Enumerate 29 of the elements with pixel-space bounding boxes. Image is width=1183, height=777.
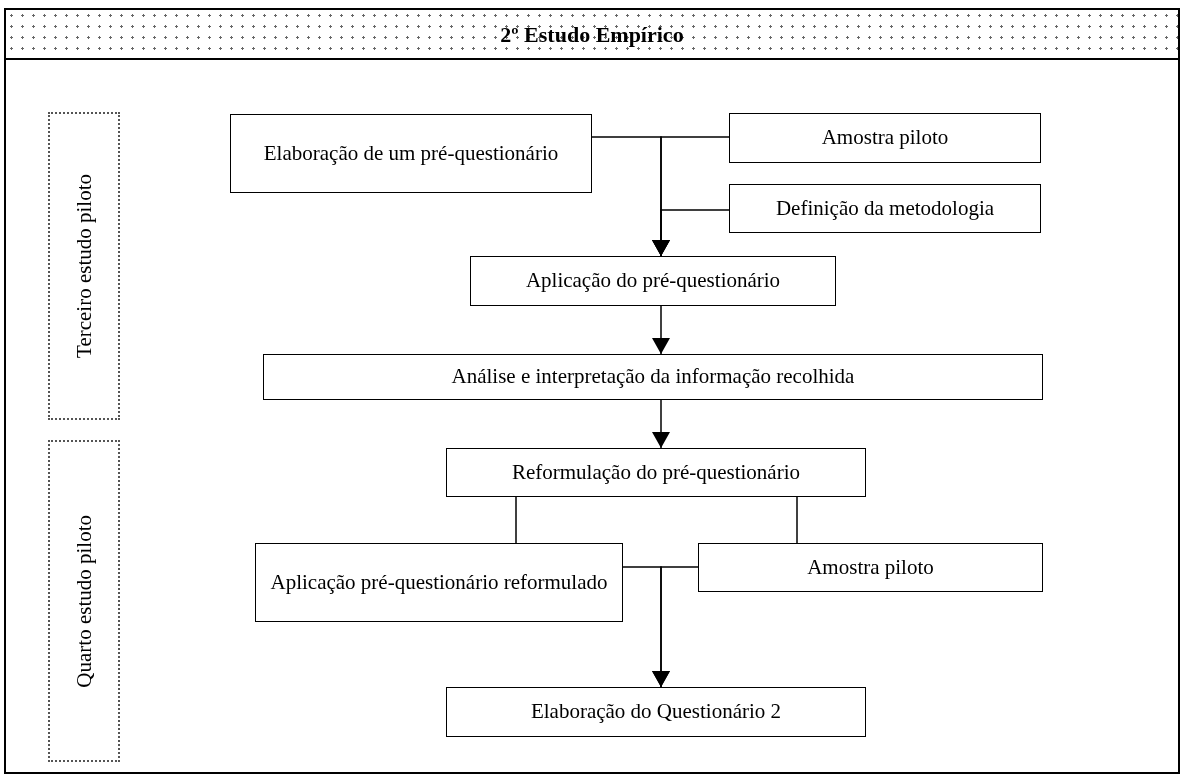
- phase-label: Quarto estudo piloto: [73, 514, 95, 688]
- process-box: [729, 184, 1041, 233]
- arrow: [652, 566, 699, 688]
- process-box: [729, 113, 1041, 163]
- step-label: Reformulação do pré-questionário: [511, 458, 801, 486]
- process-box: [698, 543, 1043, 592]
- arrow: [652, 305, 670, 355]
- connector-line: [796, 496, 798, 544]
- phase-label: Terceiro estudo piloto: [73, 174, 95, 358]
- step-label: Elaboração de um pré-questionário: [263, 139, 559, 167]
- connector-line: [515, 496, 517, 544]
- process-box: [255, 543, 623, 622]
- step-label: Aplicação pré-questionário reformulado: [270, 568, 608, 596]
- arrow: [652, 209, 730, 257]
- step-label: Aplicação do pré-questionário: [525, 267, 781, 295]
- process-box: [263, 354, 1043, 400]
- step-label: Amostra piloto: [821, 124, 949, 152]
- process-box: [470, 256, 836, 306]
- phase-box: [48, 112, 120, 420]
- process-box: [230, 114, 592, 193]
- step-label: Elaboração do Questionário 2: [530, 698, 782, 726]
- process-box: [446, 687, 866, 737]
- process-box: [446, 448, 866, 497]
- arrow: [652, 399, 670, 449]
- step-label: Definição da metodologia: [775, 194, 995, 222]
- step-label: Amostra piloto: [807, 553, 934, 581]
- phase-box: [48, 440, 120, 762]
- step-label: Análise e interpretação da informação recolhida: [451, 363, 855, 391]
- diagram-title: 2º Estudo Empírico: [500, 20, 684, 49]
